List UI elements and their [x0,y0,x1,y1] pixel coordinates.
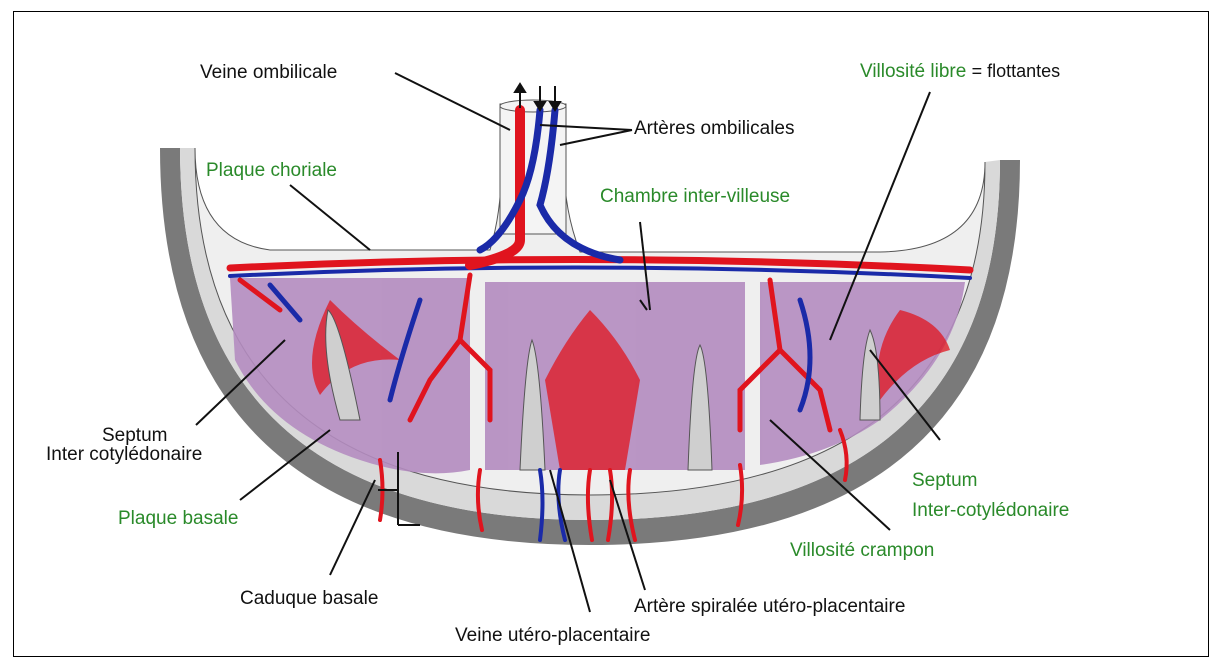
label-septum-right-line1: Septum [912,466,1069,496]
label-villosite-libre: Villosité libre = flottantes [860,60,1060,83]
label-villosite-crampon: Villosité crampon [790,540,934,562]
label-septum-left: Septum Inter cotylédonaire [100,426,202,464]
label-septum-right-line2: Inter-cotylédonaire [912,496,1069,526]
label-chambre-inter-villeuse: Chambre inter-villeuse [600,186,790,208]
label-septum-left-line2: Inter cotylédonaire [46,445,202,464]
label-plaque-choriale: Plaque choriale [206,160,337,182]
label-villosite-libre-suffix: = flottantes [972,61,1061,81]
label-veine-ombilicale: Veine ombilicale [200,62,337,84]
label-plaque-basale: Plaque basale [118,508,238,530]
label-arteres-ombilicales: Artères ombilicales [634,118,795,140]
label-septum-left-line1: Septum [100,426,202,445]
label-artere-spiralee: Artère spiralée utéro-placentaire [634,596,905,618]
label-caduque-basale: Caduque basale [240,588,378,610]
label-villosite-libre-text: Villosité libre [860,61,966,82]
label-veine-utero-placentaire: Veine utéro-placentaire [455,625,650,647]
label-septum-right: Septum Inter-cotylédonaire [912,466,1069,526]
